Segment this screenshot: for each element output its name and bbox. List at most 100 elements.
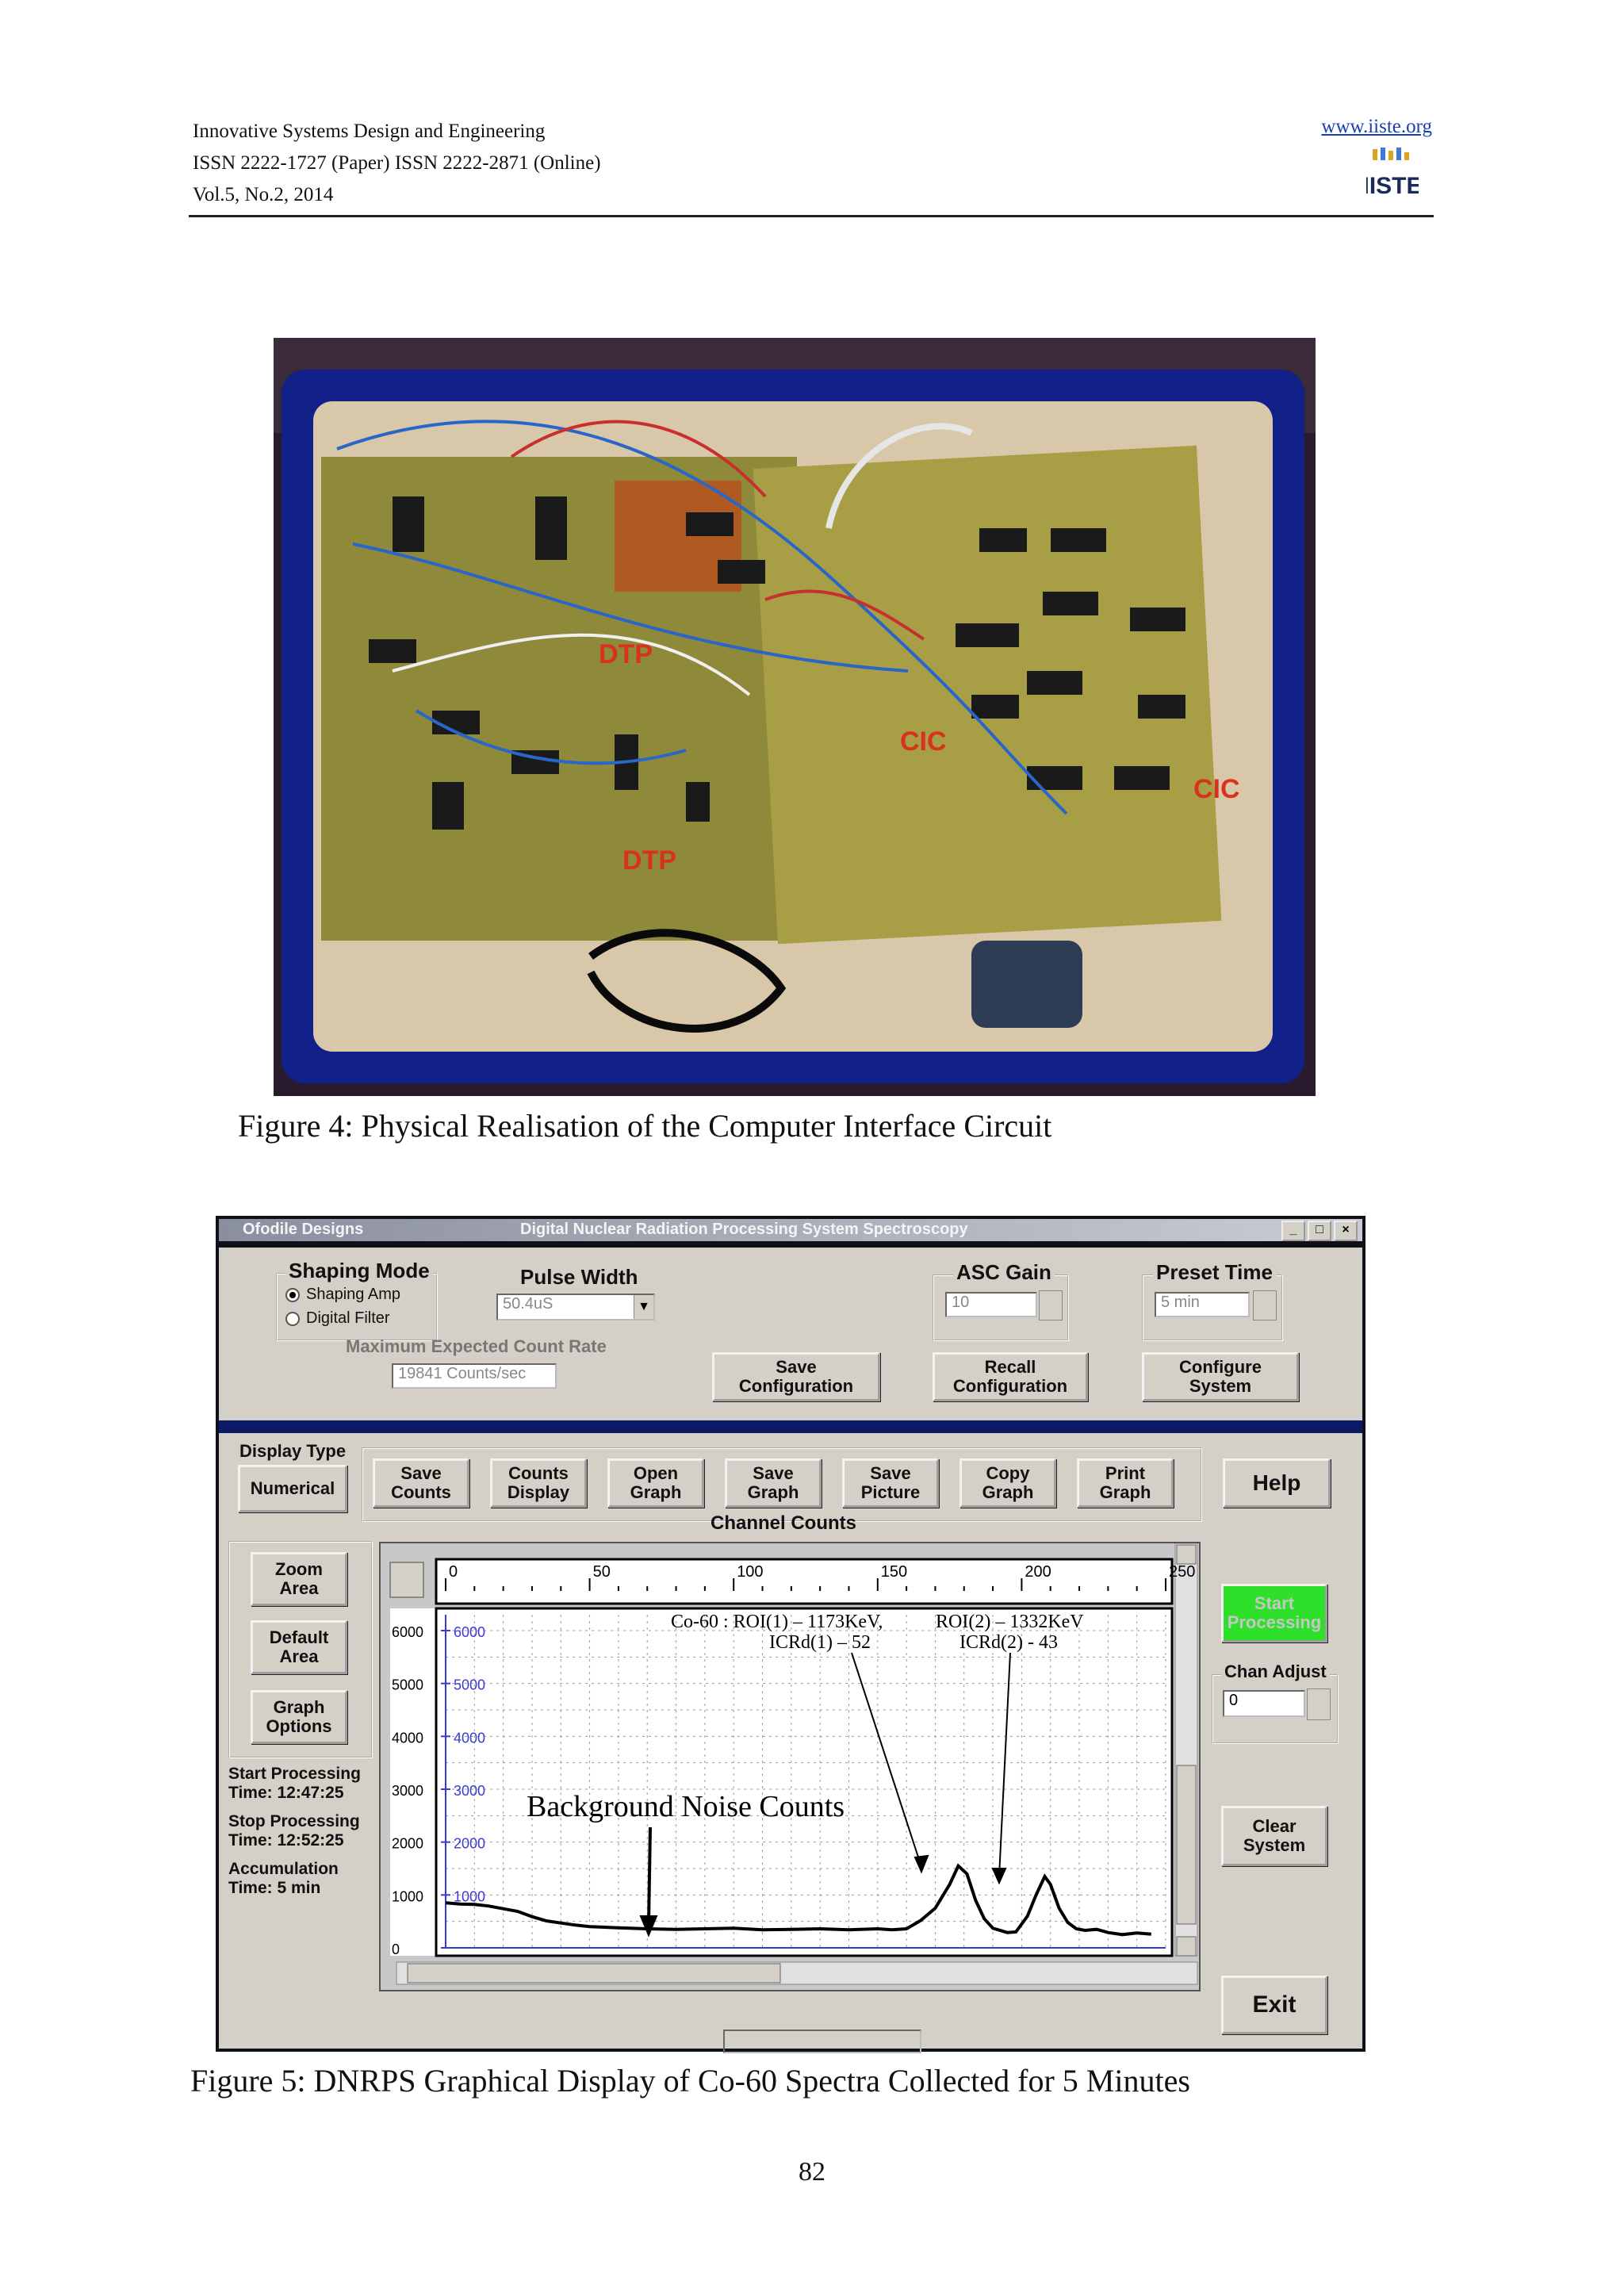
figure5-caption: Figure 5: DNRPS Graphical Display of Co-… xyxy=(190,2063,1190,2099)
scroll-down-button[interactable] xyxy=(1176,1936,1197,1957)
chan-adjust-label: Chan Adjust xyxy=(1221,1662,1330,1682)
x-axis-ticks: 0 50 100 150 200 250 xyxy=(445,1563,1195,1949)
y-tick-label: 3000 xyxy=(392,1783,423,1799)
default-area-button[interactable]: Default Area xyxy=(251,1620,347,1674)
journal-header: Innovative Systems Design and Engineerin… xyxy=(193,116,601,211)
arrow-roi1 xyxy=(851,1652,922,1868)
plot-title: Channel Counts xyxy=(710,1512,856,1534)
max-count-rate-label: Maximum Expected Count Rate xyxy=(346,1336,607,1356)
zoom-area-button[interactable]: Zoom Area xyxy=(251,1552,347,1606)
window-title: Digital Nuclear Radiation Processing Sys… xyxy=(520,1221,968,1238)
journal-issn: ISSN 2222-1727 (Paper) ISSN 2222-2871 (O… xyxy=(193,152,601,174)
asc-gain-spinner[interactable] xyxy=(1039,1290,1063,1320)
logo-text: IISTE xyxy=(1366,173,1419,199)
journal-website-link[interactable]: www.iiste.org xyxy=(1321,116,1432,137)
x-tick-label: 250 xyxy=(1169,1563,1195,1581)
counts-display-button[interactable]: Counts Display xyxy=(490,1458,587,1508)
scroll-up-button[interactable] xyxy=(1176,1544,1197,1565)
annotation-background-noise: Background Noise Counts xyxy=(527,1790,845,1823)
open-graph-button[interactable]: Open Graph xyxy=(607,1458,704,1508)
horizontal-scroll-thumb[interactable] xyxy=(407,1963,781,1984)
preset-time-spinner[interactable] xyxy=(1253,1290,1277,1320)
maximize-button[interactable]: □ xyxy=(1308,1221,1331,1241)
status-bar-panel xyxy=(723,2030,921,2053)
preset-time-input[interactable]: 5 min xyxy=(1155,1292,1250,1317)
graph-options-button[interactable]: Graph Options xyxy=(251,1690,347,1744)
board-label-cic-1: CIC xyxy=(900,726,947,757)
toolbar-group xyxy=(362,1447,1202,1522)
y-tick-label: 1000 xyxy=(392,1888,423,1904)
preset-time-group: Preset Time 5 min xyxy=(1142,1260,1283,1341)
pulse-width-select[interactable]: 50.4uS ▼ xyxy=(496,1294,655,1320)
annotation-icrd1: ICRd(1) – 52 xyxy=(769,1632,871,1653)
figure4-caption: Figure 4: Physical Realisation of the Co… xyxy=(238,1108,1052,1144)
header-rule xyxy=(189,215,1434,217)
minimize-button[interactable]: _ xyxy=(1281,1221,1305,1241)
x-tick-label: 100 xyxy=(737,1563,763,1581)
journal-volume: Vol.5, No.2, 2014 xyxy=(193,184,334,205)
figure4-photo: DTP DTP CIC CIC xyxy=(274,338,1316,1096)
x-tick-label: 150 xyxy=(881,1563,907,1581)
shaping-mode-title: Shaping Mode xyxy=(285,1259,433,1283)
chan-adjust-spinner[interactable] xyxy=(1307,1688,1331,1720)
max-count-rate-field: 19841 Counts/sec xyxy=(392,1363,557,1389)
x-tick-label: 0 xyxy=(449,1563,458,1581)
spectrum-line xyxy=(445,1863,1151,1937)
save-counts-button[interactable]: Save Counts xyxy=(373,1458,469,1508)
area-controls-group xyxy=(228,1541,373,1758)
y-tick-label-inner: 5000 xyxy=(454,1677,485,1693)
digital-filter-radio[interactable]: Digital Filter xyxy=(285,1309,390,1328)
display-type-label: Display Type xyxy=(239,1441,347,1461)
vertical-scroll-thumb[interactable] xyxy=(1176,1765,1197,1925)
shaping-mode-group: Shaping Mode Shaping Amp Digital Filter xyxy=(276,1259,438,1341)
asc-gain-input[interactable]: 10 xyxy=(945,1292,1037,1317)
save-graph-button[interactable]: Save Graph xyxy=(725,1458,822,1508)
save-picture-button[interactable]: Save Picture xyxy=(842,1458,939,1508)
print-graph-button[interactable]: Print Graph xyxy=(1077,1458,1174,1508)
y-tick-label-inner: 1000 xyxy=(454,1888,485,1904)
accumulation-time: Accumulation Time: 5 min xyxy=(228,1860,339,1897)
copy-graph-button[interactable]: Copy Graph xyxy=(959,1458,1056,1508)
window-titlebar[interactable]: Ofodile Designs Digital Nuclear Radiatio… xyxy=(219,1219,1362,1241)
y-tick-label-inner: 3000 xyxy=(454,1783,485,1799)
help-button[interactable]: Help xyxy=(1223,1458,1331,1508)
journal-name: Innovative Systems Design and Engineerin… xyxy=(193,121,546,142)
annotation-roi1: Co-60 : ROI(1) – 1173KeV, xyxy=(671,1612,883,1632)
plot-grid xyxy=(445,1615,1166,1949)
radio-selected-icon xyxy=(285,1287,300,1302)
y-tick-label-inner: 2000 xyxy=(454,1836,485,1852)
page-number: 82 xyxy=(799,2157,825,2187)
clear-system-button[interactable]: Clear System xyxy=(1221,1806,1327,1866)
asc-gain-group: ASC Gain 10 xyxy=(933,1260,1069,1341)
x-tick-label: 200 xyxy=(1025,1563,1051,1581)
y-tick-label: 0 xyxy=(392,1941,400,1957)
annotation-icrd2: ICRd(2) - 43 xyxy=(959,1632,1058,1653)
start-processing-time: Start Processing Time: 12:47:25 xyxy=(228,1765,361,1802)
board-label-cic-2: CIC xyxy=(1193,774,1240,804)
preset-time-label: Preset Time xyxy=(1153,1260,1276,1285)
close-button[interactable]: × xyxy=(1334,1221,1358,1241)
x-tick-label: 50 xyxy=(593,1563,611,1581)
arrow-roi2 xyxy=(998,1652,1011,1877)
pulse-width-label: Pulse Width xyxy=(520,1265,638,1289)
chan-adjust-group: Chan Adjust 0 xyxy=(1212,1662,1339,1744)
stop-processing-time: Stop Processing Time: 12:52:25 xyxy=(228,1812,360,1849)
y-tick-label: 4000 xyxy=(392,1730,423,1746)
configure-system-button[interactable]: Configure System xyxy=(1142,1352,1299,1401)
recall-configuration-button[interactable]: Recall Configuration xyxy=(933,1352,1088,1401)
arrow-background xyxy=(647,1826,652,1925)
window-app-name: Ofodile Designs xyxy=(243,1221,364,1238)
save-configuration-button[interactable]: Save Configuration xyxy=(712,1352,880,1401)
chan-adjust-input[interactable]: 0 xyxy=(1223,1690,1305,1717)
start-processing-button[interactable]: Start Processing xyxy=(1221,1584,1327,1642)
shaping-amp-radio[interactable]: Shaping Amp xyxy=(285,1286,400,1304)
board-label-dtp-2: DTP xyxy=(622,845,676,876)
iiste-logo: IISTE xyxy=(1366,148,1419,199)
y-tick-label: 6000 xyxy=(392,1624,423,1640)
exit-button[interactable]: Exit xyxy=(1221,1976,1327,2034)
y-tick-label: 2000 xyxy=(392,1836,423,1852)
board-label-dtp-1: DTP xyxy=(599,639,653,669)
configuration-panel: Shaping Mode Shaping Amp Digital Filter … xyxy=(219,1248,1362,1420)
numerical-button[interactable]: Numerical xyxy=(238,1465,347,1512)
